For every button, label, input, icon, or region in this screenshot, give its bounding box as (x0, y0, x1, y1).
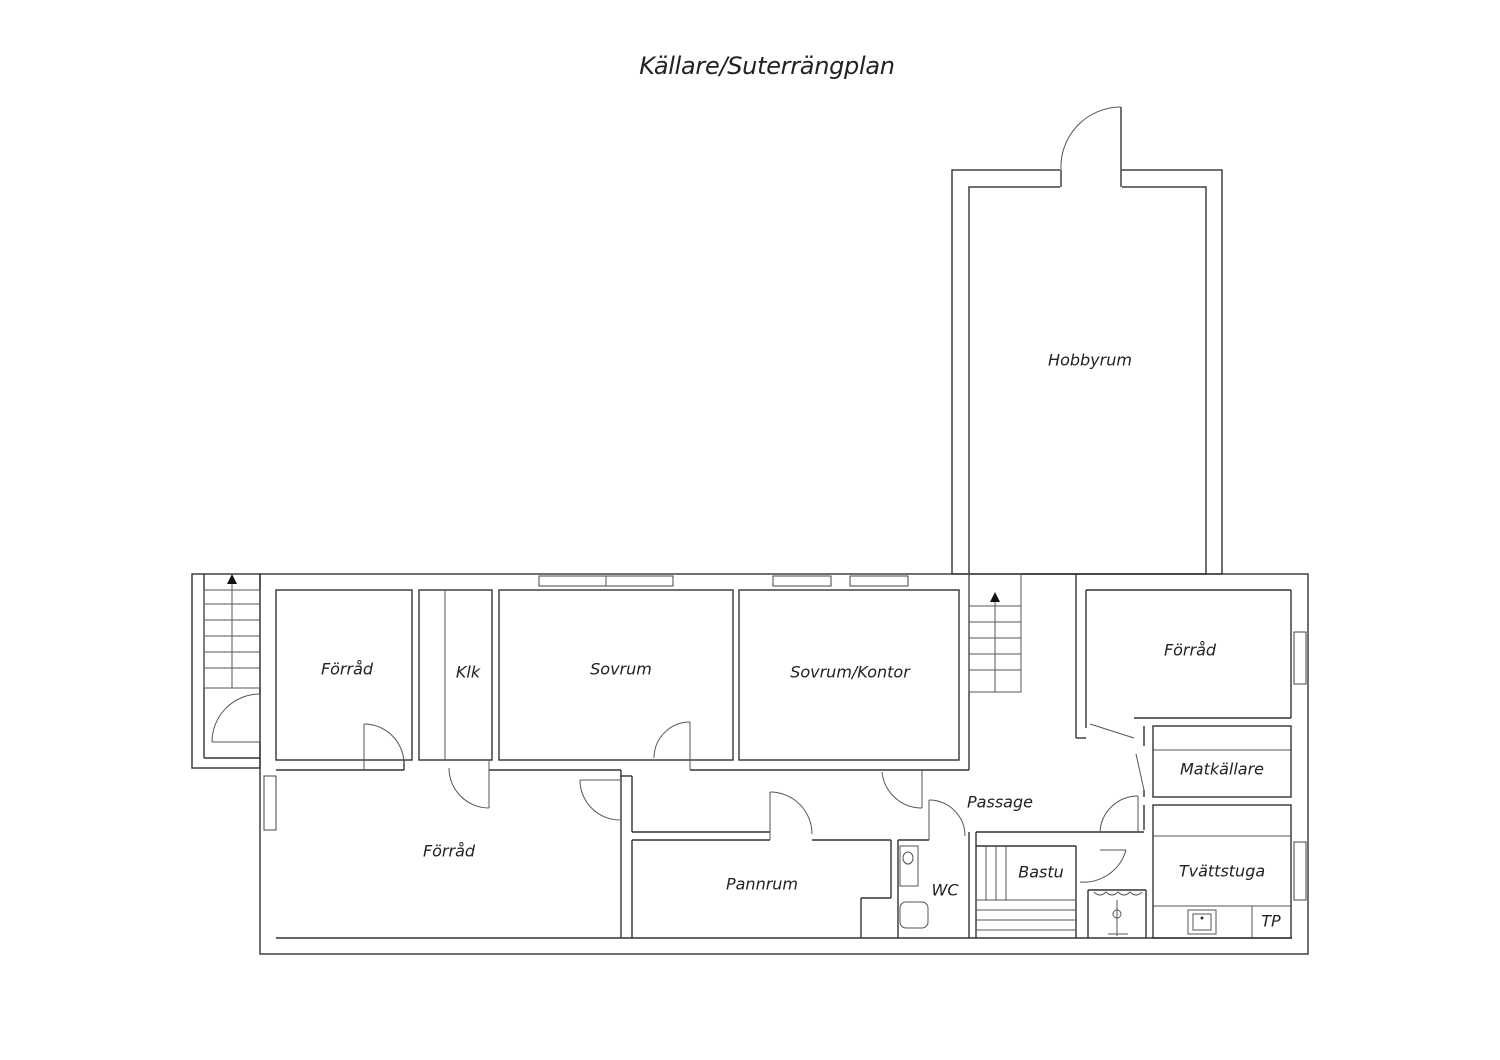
inner-walls (275, 574, 970, 938)
middle-stairs (968, 573, 1022, 693)
room-label-forrad-right: Förråd (1164, 641, 1217, 660)
room-label-tvattstuga: Tvättstuga (1179, 862, 1265, 881)
room-label-wc: WC (932, 881, 960, 900)
room-label-tp: TP (1261, 912, 1281, 931)
left-stairs (203, 574, 261, 689)
room-label-klk: Klk (456, 663, 481, 682)
windows (263, 575, 1307, 901)
room-label-hobbyrum: Hobbyrum (1048, 351, 1132, 370)
room-label-forrad-bottom: Förråd (423, 842, 476, 861)
bottom-rooms (631, 831, 1147, 938)
room-label-bastu: Bastu (1018, 863, 1064, 882)
room-label-pannrum: Pannrum (726, 875, 798, 894)
room-label-passage: Passage (967, 793, 1033, 812)
plan-title: Källare/Suterrängplan (639, 52, 895, 80)
right-rooms (1075, 574, 1292, 939)
hobbyrum-door (1060, 106, 1122, 190)
room-label-forrad-left: Förråd (321, 660, 374, 679)
room-label-matkallare: Matkällare (1180, 760, 1264, 779)
room-label-sovrum-kontor: Sovrum/Kontor (790, 663, 911, 682)
outer-walls (191, 169, 1309, 955)
doors (211, 693, 1139, 883)
room-label-sovrum: Sovrum (590, 660, 652, 679)
